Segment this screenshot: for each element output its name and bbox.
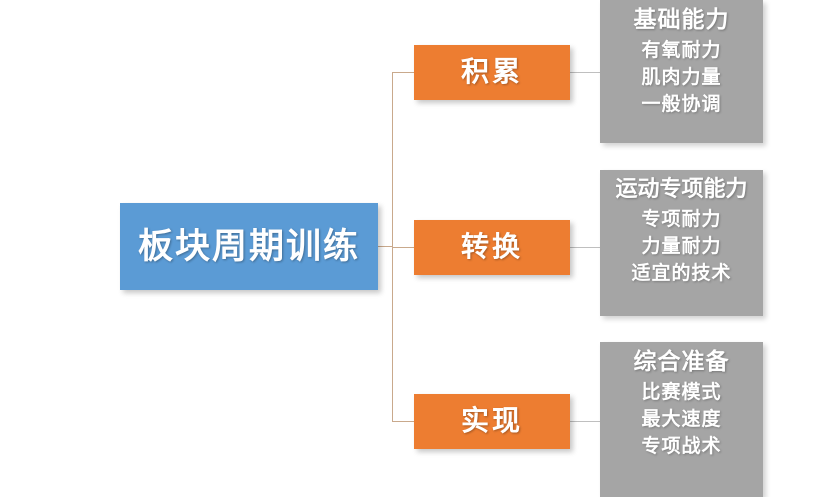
phase-node-1: 积累 (414, 45, 570, 100)
detail-node-1: 基础能力 有氧耐力 肌肉力量 一般协调 (600, 0, 763, 143)
connector-phase-2-to-detail-2 (570, 247, 600, 248)
connector-root-to-trunk (378, 246, 393, 247)
detail-node-2-title: 运动专项能力 (615, 176, 748, 201)
connector-trunk-to-phase-3 (392, 421, 414, 422)
detail-node-1-title: 基础能力 (633, 7, 730, 32)
phase-node-3-label: 实现 (460, 405, 523, 437)
connector-trunk-to-phase-1 (392, 72, 414, 73)
connector-phase-3-to-detail-3 (570, 421, 600, 422)
root-node-label: 板块周期训练 (137, 227, 360, 266)
detail-node-1-item-1: 有氧耐力 (641, 40, 722, 61)
root-node: 板块周期训练 (120, 203, 378, 290)
detail-node-2: 运动专项能力 专项耐力 力量耐力 适宜的技术 (600, 170, 763, 316)
detail-node-2-item-3: 适宜的技术 (631, 263, 732, 284)
detail-node-3-item-1: 比赛模式 (641, 382, 722, 403)
detail-node-3-item-3: 专项战术 (641, 436, 722, 457)
detail-node-2-item-2: 力量耐力 (641, 236, 722, 257)
detail-node-2-item-1: 专项耐力 (641, 209, 722, 230)
detail-node-1-item-3: 一般协调 (641, 94, 722, 115)
phase-node-2-label: 转换 (460, 231, 523, 263)
connector-trunk-to-phase-2 (392, 247, 414, 248)
detail-node-1-item-2: 肌肉力量 (641, 67, 722, 88)
phase-node-2: 转换 (414, 220, 570, 275)
phase-node-3: 实现 (414, 394, 570, 449)
phase-node-1-label: 积累 (460, 56, 523, 88)
connector-phase-1-to-detail-1 (570, 72, 600, 73)
detail-node-3-item-2: 最大速度 (641, 409, 722, 430)
detail-node-3: 综合准备 比赛模式 最大速度 专项战术 (600, 342, 763, 497)
detail-node-3-title: 综合准备 (633, 349, 730, 374)
